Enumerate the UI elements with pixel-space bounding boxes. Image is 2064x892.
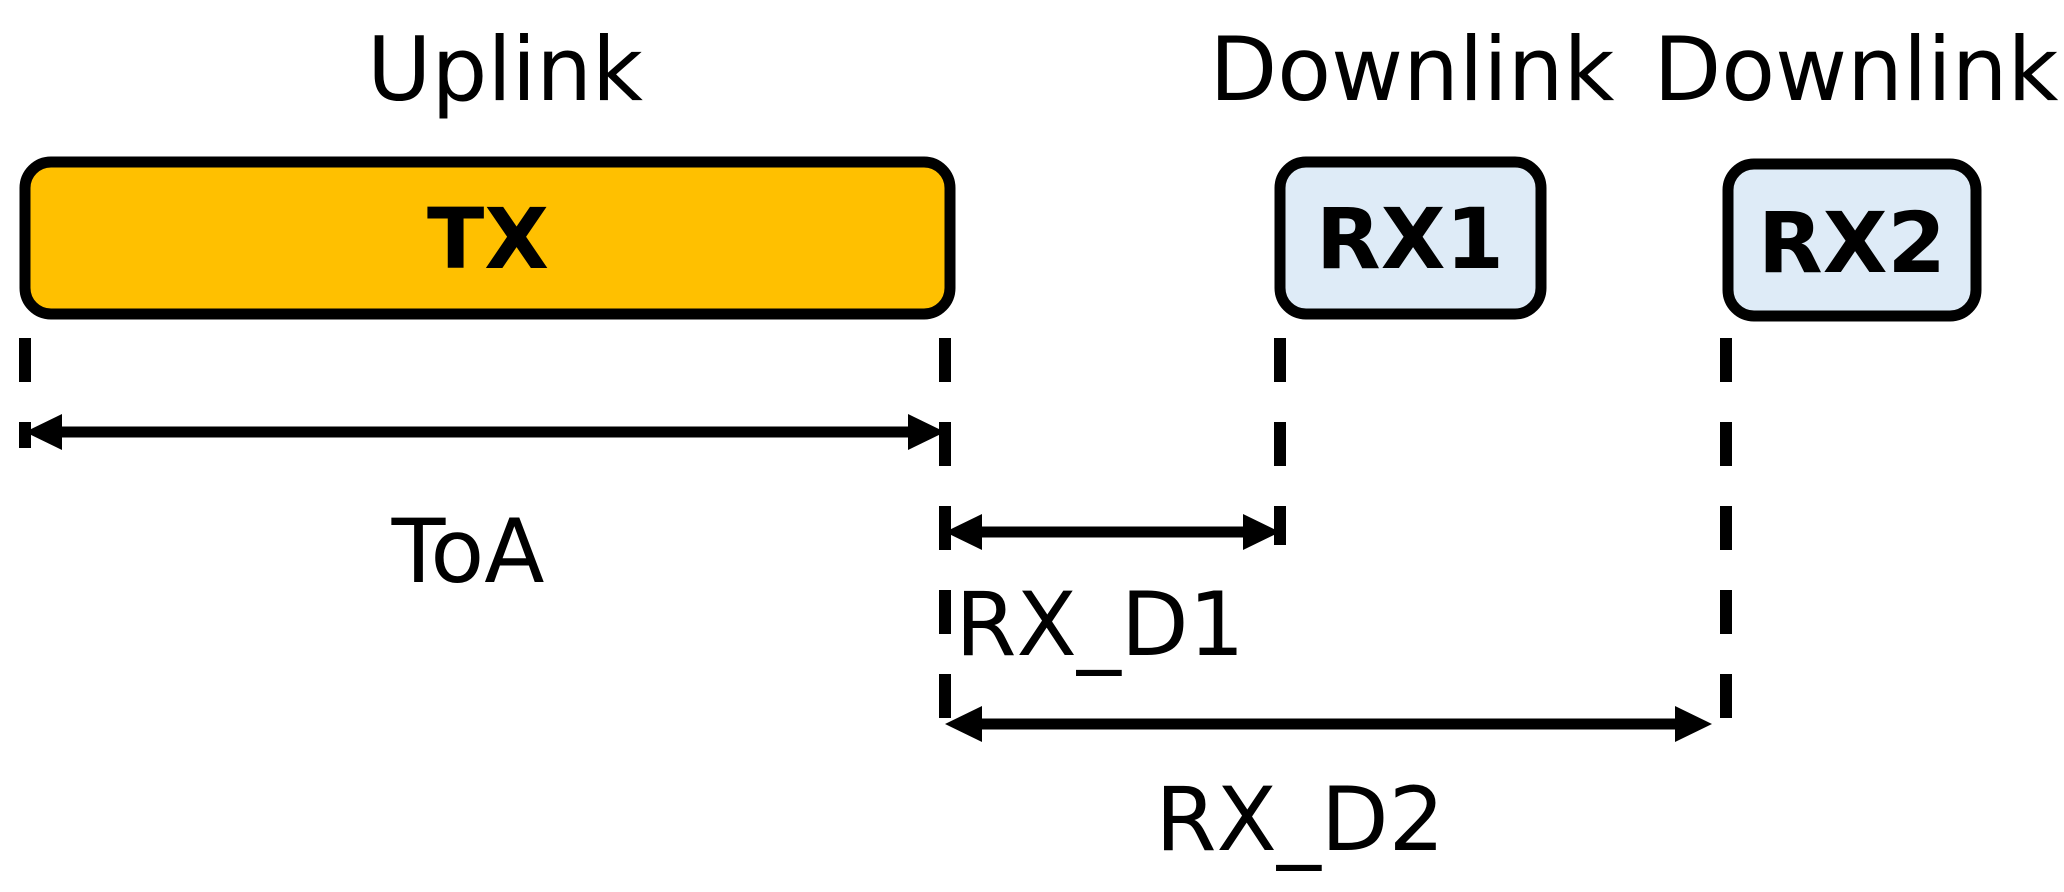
rx-d1-label: RX_D1 bbox=[955, 573, 1244, 676]
tx-label: TX bbox=[427, 190, 549, 288]
toa-arrow bbox=[25, 414, 945, 450]
rx-d2-arrow bbox=[945, 706, 1712, 742]
toa-label: ToA bbox=[391, 500, 545, 603]
rx-d2-label: RX_D2 bbox=[1155, 768, 1444, 871]
rx2-box bbox=[1722, 158, 1982, 322]
rx2-block: RX2 bbox=[1722, 158, 1982, 322]
rx1-label: RX1 bbox=[1316, 190, 1504, 288]
rx1-box bbox=[1274, 156, 1547, 320]
downlink1-label: Downlink bbox=[1210, 18, 1615, 121]
tx-block: TX bbox=[19, 156, 956, 320]
rx-d1-arrow bbox=[945, 514, 1280, 550]
rx2-label: RX2 bbox=[1758, 194, 1946, 292]
tx-box bbox=[19, 156, 956, 320]
rx1-block: RX1 bbox=[1274, 156, 1547, 320]
downlink2-label: Downlink bbox=[1654, 18, 2059, 121]
uplink-label: Uplink bbox=[367, 18, 643, 121]
